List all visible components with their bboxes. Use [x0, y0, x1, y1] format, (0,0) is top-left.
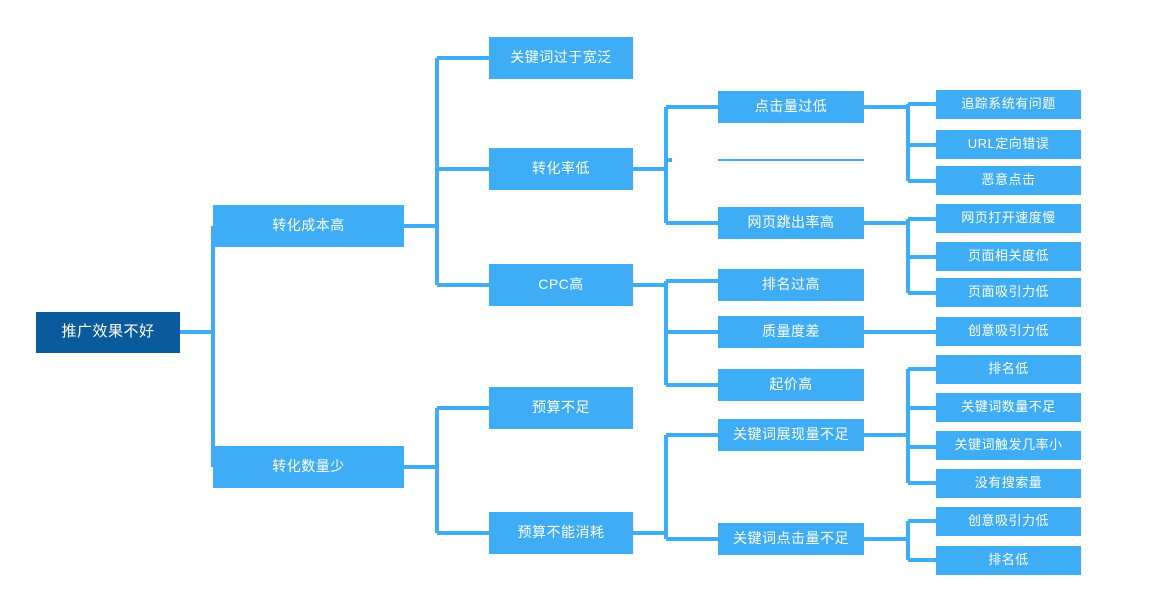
- node-no-search-volume[interactable]: 没有搜索量: [936, 469, 1081, 498]
- node-low-clicks[interactable]: 点击量过低: [718, 91, 864, 123]
- node-kw-clicks-low[interactable]: 关键词点击量不足: [718, 523, 864, 555]
- node-high-cpc[interactable]: CPC高: [489, 264, 633, 306]
- node-poor-quality-score[interactable]: 质量度差: [718, 316, 864, 348]
- node-tracking-problem[interactable]: 追踪系统有问题: [936, 90, 1081, 119]
- node-low-page-appeal[interactable]: 页面吸引力低: [936, 278, 1081, 307]
- node-low-creative-appeal-cpc[interactable]: 创意吸引力低: [936, 317, 1081, 346]
- node-blank[interactable]: [718, 132, 864, 161]
- node-url-redirect-error[interactable]: URL定向错误: [936, 130, 1081, 159]
- node-kw-impressions-low[interactable]: 关键词展现量不足: [718, 419, 864, 451]
- node-high-base-price[interactable]: 起价高: [718, 369, 864, 401]
- node-branch-volume[interactable]: 转化数量少: [213, 446, 404, 488]
- node-rank-too-high[interactable]: 排名过高: [718, 269, 864, 301]
- node-kw-trigger-low[interactable]: 关键词触发几率小: [936, 431, 1081, 460]
- node-slow-page-load[interactable]: 网页打开速度慢: [936, 204, 1081, 233]
- node-low-rank-b[interactable]: 排名低: [936, 546, 1081, 575]
- node-high-bounce[interactable]: 网页跳出率高: [718, 207, 864, 239]
- node-malicious-click[interactable]: 恶意点击: [936, 166, 1081, 195]
- node-low-rank-a[interactable]: 排名低: [936, 355, 1081, 384]
- node-low-creative-appeal-b[interactable]: 创意吸引力低: [936, 507, 1081, 536]
- node-budget-insufficient[interactable]: 预算不足: [489, 387, 633, 429]
- node-kw-count-low[interactable]: 关键词数量不足: [936, 393, 1081, 422]
- node-low-conversion-rate[interactable]: 转化率低: [489, 148, 633, 190]
- node-kw-too-broad[interactable]: 关键词过于宽泛: [489, 37, 633, 79]
- node-root[interactable]: 推广效果不好: [36, 312, 180, 353]
- node-budget-not-spent[interactable]: 预算不能消耗: [489, 512, 633, 554]
- node-branch-cost[interactable]: 转化成本高: [213, 205, 404, 247]
- node-low-page-relevance[interactable]: 页面相关度低: [936, 242, 1081, 271]
